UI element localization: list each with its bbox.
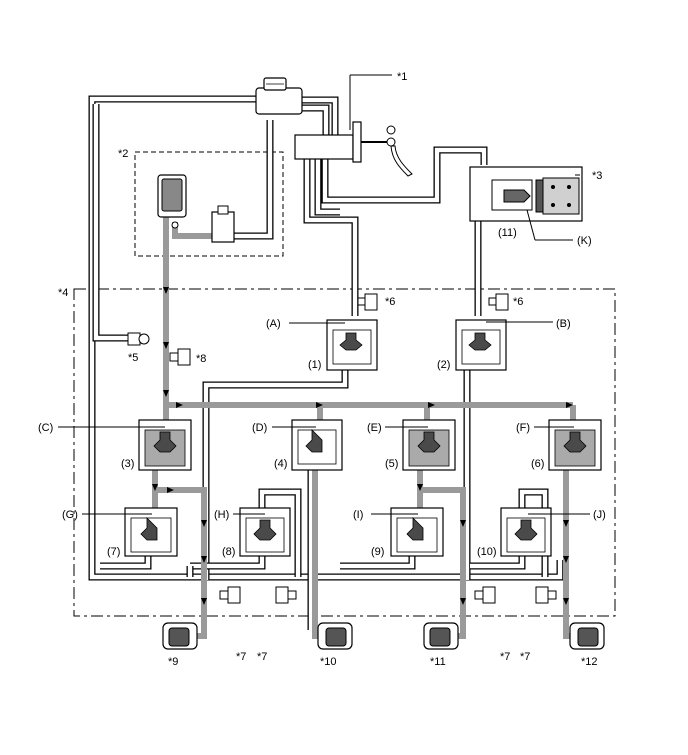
pressure-sensor-6b [488,293,509,311]
label-J: (J) [593,509,606,521]
label-n8: (8) [222,546,235,558]
pressure-sensor-8 [169,348,191,366]
pressure-sensor-7-fl [219,586,241,604]
label-9: *9 [168,656,178,668]
high-pressure-lines [152,215,576,639]
pump-motor-boundary [134,151,284,257]
valve-G [124,507,178,557]
label-3: *3 [592,170,602,182]
label-n10: (10) [477,546,497,558]
label-5: *5 [128,352,138,364]
label-2: *2 [118,148,128,160]
valve-A [326,319,378,371]
label-1: *1 [397,71,407,83]
pump-motor [157,174,235,243]
label-B: (B) [556,318,571,330]
callout-labels: *1 *2 *3 *4 *5 *6 *6 *8 *7 *7 *7 *7 *9 *… [38,71,606,668]
label-n11: (11) [498,227,517,239]
wheel-cylinder-9 [162,622,198,650]
brake-fluid-reservoir [255,77,303,115]
check-valve-5 [127,332,150,346]
valve-H [239,507,291,557]
valve-J [500,507,552,557]
label-D: (D) [252,422,267,434]
master-cylinder [294,121,413,177]
label-8: *8 [196,353,206,365]
wheel-cylinder-12 [569,622,605,650]
label-6b: *6 [513,296,523,308]
label-A: (A) [266,318,281,330]
label-G: (G) [62,509,78,521]
label-n1: (1) [308,359,321,371]
label-I: (I) [353,509,363,521]
actuator-boundary [73,288,616,617]
pressure-sensor-7-rl [275,586,297,604]
label-6a: *6 [385,296,395,308]
valve-F [548,419,602,471]
label-7d: *7 [520,651,530,663]
label-7c: *7 [500,651,510,663]
label-E: (E) [367,422,382,434]
leader-lines [58,74,590,515]
stroke-simulator [469,166,583,241]
label-C: (C) [38,422,53,434]
label-7b: *7 [257,651,267,663]
label-H: (H) [214,509,229,521]
label-n7: (7) [107,546,120,558]
flow-arrows [152,287,573,605]
pressure-sensor-7-fr [474,586,496,604]
label-n2: (2) [437,359,450,371]
valve-D [291,419,343,471]
label-n3: (3) [121,458,134,470]
valve-C [138,419,192,471]
label-12: *12 [581,656,598,668]
valve-E [402,419,456,471]
wheel-cylinder-11 [423,622,459,650]
label-10: *10 [320,656,337,668]
pressure-sensor-6a [357,293,378,311]
label-7a: *7 [236,651,246,663]
wheel-cylinder-10 [317,622,353,650]
label-n6: (6) [531,458,544,470]
label-n9: (9) [371,546,384,558]
label-K: (K) [577,235,592,247]
label-n5: (5) [385,458,398,470]
valve-I [390,507,444,557]
label-F: (F) [516,422,530,434]
label-4: *4 [58,287,68,299]
pressure-sensor-7-rr [535,586,557,604]
label-11: *11 [430,656,446,668]
label-n4: (4) [274,458,287,470]
valve-B [455,319,507,371]
